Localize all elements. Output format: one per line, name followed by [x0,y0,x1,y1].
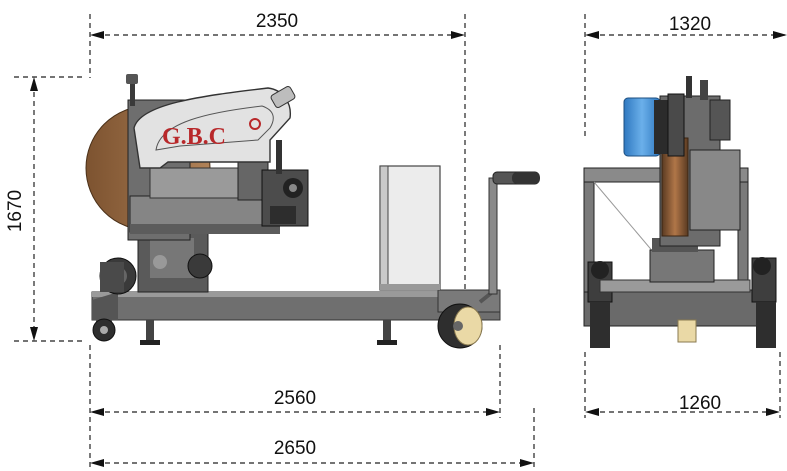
blade-guard: G.B.C [133,87,291,169]
caster-wheel [92,306,116,342]
front-wheel-cream [677,319,697,343]
dim-label-front-bottom-width: 1260 [679,393,721,414]
trolley-wheel [437,289,501,349]
dimension-lines [14,14,787,471]
side-view-machine: G.B.C [85,74,540,349]
front-caster-left [587,261,613,348]
top-adjust-lever [126,74,296,108]
dim-label-side-top-width: 2350 [256,11,298,32]
dim-label-front-top-width: 1320 [669,14,711,35]
leveling-foot [383,320,391,342]
blue-motor [623,93,685,157]
leveling-foot [146,320,154,342]
handle-bar [478,171,540,304]
electrical-cabinet [379,165,441,291]
front-view-machine [583,76,777,348]
brand-logo: G.B.C [162,124,226,150]
dim-label-side-width-total: 2650 [274,438,316,459]
dim-label-side-width-lower: 2560 [274,388,316,409]
front-caster-right [751,257,777,348]
dim-label-side-height: 1670 [5,190,26,232]
control-motor-unit [261,140,309,227]
